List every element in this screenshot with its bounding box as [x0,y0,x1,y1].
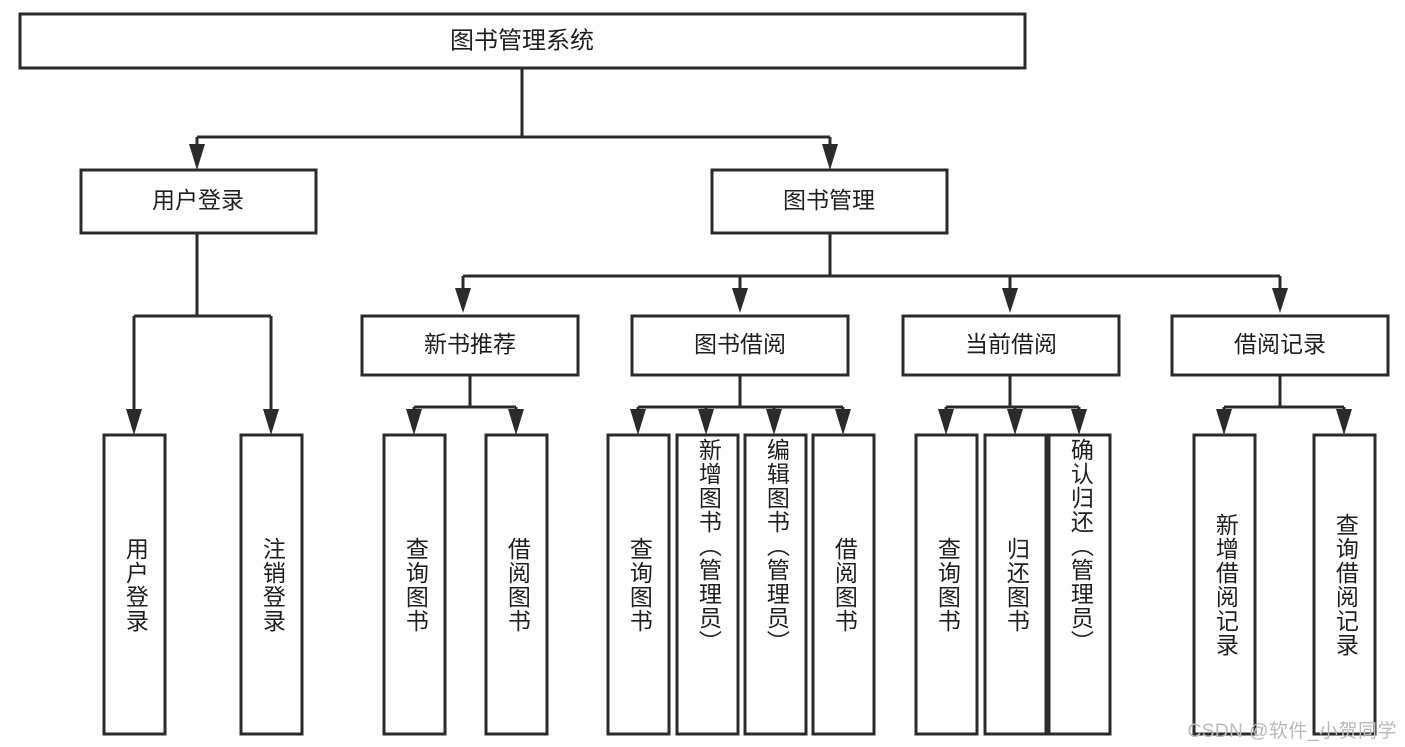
arrow-leaf-edit-book-icon [766,409,782,435]
node-borrow-record-box[interactable] [1170,314,1390,377]
arrow-leaf-add-book-icon [698,409,714,435]
arrow-leaf-return-book-icon [1007,409,1023,435]
node-leaf-add-record-box[interactable] [1192,433,1257,736]
node-leaf-user-login-box[interactable] [102,433,167,736]
edge-group-current-borrow [938,375,1087,435]
arrow-leaf-query-book-3-icon [938,409,954,435]
watermark-text: CSDN @软件_小贺同学 [1187,721,1397,742]
node-borrow-record[interactable]: 借阅记录 [1170,314,1390,377]
node-root[interactable]: 图书管理系统 [18,12,1027,70]
arrow-book-manage-icon [822,144,838,170]
node-leaf-borrow-book-1-box[interactable] [484,433,549,736]
leaf-boxes [102,433,1377,736]
arrow-current-borrow-icon [1002,288,1018,313]
node-book-manage[interactable]: 图书管理 [710,168,949,235]
node-root-box[interactable] [18,12,1027,70]
edge-group-book-borrow [630,375,851,435]
arrow-book-borrow-icon [732,288,748,313]
arrow-leaf-query-book-2-icon [630,409,646,435]
node-book-manage-box[interactable] [710,168,949,235]
edge-group-root [189,68,838,170]
arrow-user-login-icon [189,144,205,170]
node-leaf-borrow-book-2-box[interactable] [811,433,876,736]
arrow-leaf-borrow-book-2-icon [835,409,851,435]
edge-group-borrow-record [1216,375,1352,435]
node-leaf-query-book-1-box[interactable] [382,433,447,736]
node-user-login[interactable]: 用户登录 [79,168,318,235]
arrow-leaf-add-record-icon [1216,409,1232,435]
edge-group-new-book-recommend [406,375,524,435]
node-leaf-query-book-2-box[interactable] [606,433,671,736]
node-leaf-edit-book-box[interactable] [743,433,808,736]
node-user-login-box[interactable] [79,168,318,235]
arrow-leaf-user-login-icon [126,409,142,435]
node-book-borrow-box[interactable] [630,314,850,377]
node-leaf-return-book-box[interactable] [983,433,1048,736]
node-current-borrow-box[interactable] [901,314,1121,377]
node-current-borrow[interactable]: 当前借阅 [901,314,1121,377]
arrow-leaf-logout-icon [263,409,279,435]
node-leaf-query-record-box[interactable] [1312,433,1377,736]
node-current-borrow-label: 当前借阅 [965,331,1057,357]
arrow-new-book-recommend-icon [455,288,471,313]
node-new-book-recommend-label: 新书推荐 [424,331,516,357]
node-leaf-confirm-return-box[interactable] [1047,433,1112,736]
arrow-leaf-query-record-icon [1336,409,1352,435]
arrow-leaf-confirm-return-icon [1071,409,1087,435]
node-leaf-logout-box[interactable] [239,433,304,736]
node-borrow-record-label: 借阅记录 [1234,331,1326,357]
node-book-borrow[interactable]: 图书借阅 [630,314,850,377]
node-root-label: 图书管理系统 [450,27,594,54]
node-new-book-recommend[interactable]: 新书推荐 [360,314,580,377]
node-book-manage-label: 图书管理 [783,187,875,213]
arrow-leaf-query-book-1-icon [406,409,422,435]
edge-group-book-manage [455,233,1288,313]
node-user-login-label: 用户登录 [152,187,244,213]
arrow-borrow-record-icon [1272,288,1288,313]
node-book-borrow-label: 图书借阅 [694,331,786,357]
node-leaf-query-book-3-box[interactable] [914,433,979,736]
node-new-book-recommend-box[interactable] [360,314,580,377]
arrow-leaf-borrow-book-1-icon [508,409,524,435]
node-leaf-add-book-box[interactable] [675,433,740,736]
edge-group-user-login [126,233,279,435]
